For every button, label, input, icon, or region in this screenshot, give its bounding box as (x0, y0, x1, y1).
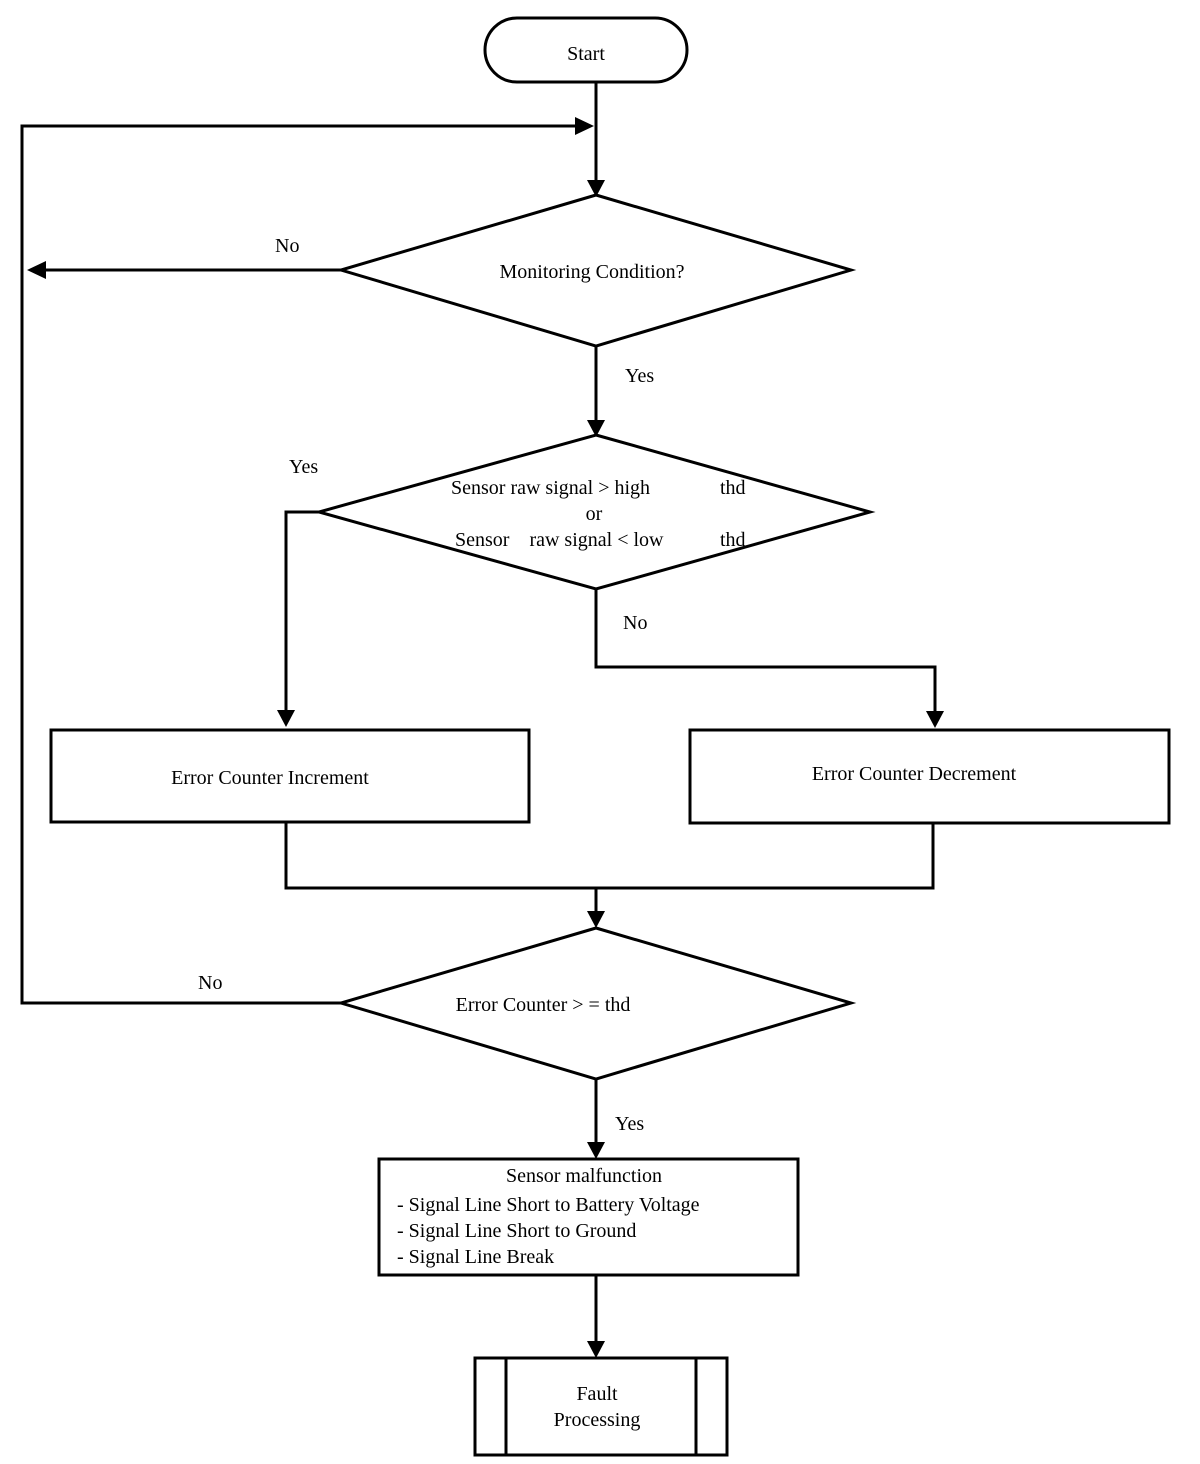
edge-label-counter-yes: Yes (615, 1113, 644, 1135)
arrowhead-fault (587, 1341, 605, 1358)
arrowhead-monitoring-no (27, 261, 46, 279)
monitoring-label: Monitoring Condition? (500, 261, 685, 283)
arrowhead-loop-merge (575, 117, 594, 135)
fault-label-line1: Fault (576, 1383, 618, 1405)
arrowhead-decrement (926, 711, 944, 728)
arrowhead-monitoring (587, 180, 605, 197)
arrowhead-malfunction (587, 1142, 605, 1159)
error-counter-decrement-box (688, 728, 1171, 825)
arrowhead-counter-check (587, 911, 605, 928)
start-label: Start (567, 43, 605, 65)
edge-counters-merge (284, 822, 935, 890)
fault-processing-box (473, 1356, 729, 1457)
edge-label-counter-no: No (198, 972, 222, 994)
signal-check-line3-suffix: thd (720, 529, 746, 551)
counter-check-label: Error Counter > = thd (456, 994, 631, 1016)
edge-label-monitoring-no: No (275, 235, 299, 257)
edge-label-signal-yes: Yes (289, 456, 318, 478)
edge-signal-no (594, 589, 937, 713)
edge-loop-back (20, 124, 578, 1005)
malfunction-item-2: - Signal Line Short to Ground (397, 1220, 636, 1242)
signal-check-line3: Sensor raw signal < low (455, 529, 664, 551)
signal-check-line1: Sensor raw signal > high (451, 477, 650, 499)
fault-label-line2: Processing (554, 1409, 641, 1431)
arrowhead-increment (277, 710, 295, 727)
edge-label-signal-no: No (623, 612, 647, 634)
signal-check-line2: or (586, 503, 603, 525)
error-counter-increment-box (49, 728, 531, 824)
sensor-malfunction-box (377, 1157, 800, 1277)
start-node (483, 16, 689, 84)
edge-label-monitoring-yes: Yes (625, 365, 654, 387)
edge-signal-yes (284, 510, 319, 712)
malfunction-item-1: - Signal Line Short to Battery Voltage (397, 1194, 700, 1216)
signal-check-line1-suffix: thd (720, 477, 746, 499)
malfunction-title: Sensor malfunction (506, 1165, 662, 1187)
malfunction-item-3: - Signal Line Break (397, 1246, 554, 1268)
decrement-label: Error Counter Decrement (812, 763, 1017, 785)
increment-label: Error Counter Increment (171, 767, 369, 789)
arrowhead-signal-check (587, 420, 605, 437)
